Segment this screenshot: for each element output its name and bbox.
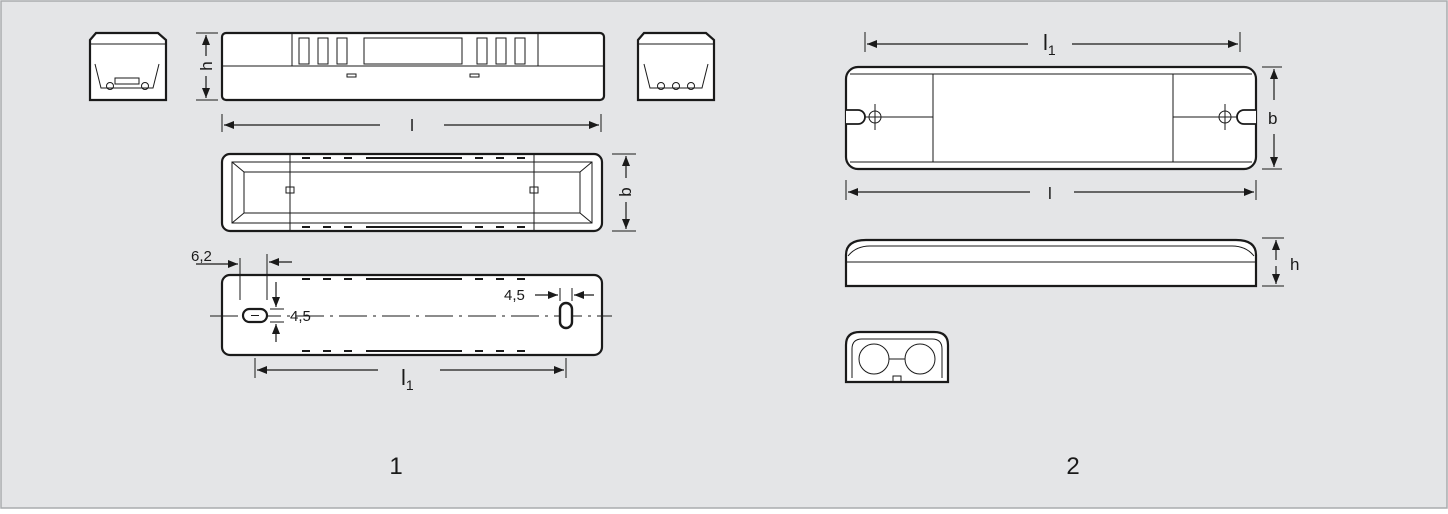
label-4-5-right: 4,5 — [504, 287, 525, 304]
fig1-bottom-view — [210, 273, 612, 357]
label-h: h — [197, 61, 216, 70]
fig1-end-view-right — [636, 31, 716, 102]
fig1-end-view-left — [88, 31, 168, 102]
fig1-side-view — [220, 31, 606, 102]
label-6-2: 6,2 — [191, 248, 212, 265]
label-l1: l1 — [401, 365, 414, 393]
label-r-l: l — [1048, 184, 1052, 203]
fig1-top-view — [220, 152, 604, 233]
label-b: b — [616, 187, 635, 196]
fig2-end-view — [844, 330, 950, 384]
label-r-h: h — [1290, 255, 1299, 274]
fig2-side-view — [844, 238, 1258, 288]
label-r-b: b — [1268, 109, 1277, 128]
label-r-l1: l1 — [1043, 30, 1056, 58]
figure-number-1: 1 — [389, 453, 402, 480]
fig2-top-view — [844, 65, 1258, 171]
mounting-slot-right — [558, 301, 574, 330]
label-l: l — [410, 116, 414, 135]
figure-number-2: 2 — [1066, 453, 1079, 480]
label-4-5-left: 4,5 — [290, 308, 311, 325]
